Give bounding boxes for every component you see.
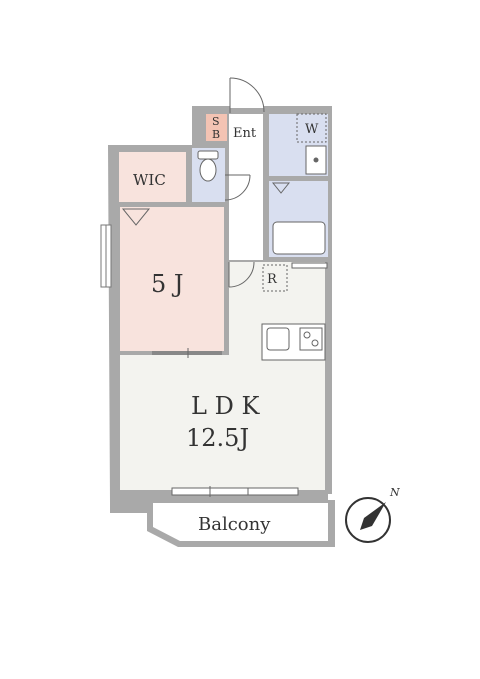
ldk-door (228, 261, 255, 288)
room-labels: S B Ent W WIC 5 J R L D K 12.5J Balcony (133, 115, 319, 535)
bedroom-label: 5 J (151, 270, 184, 298)
compass-north-label: N (389, 486, 400, 499)
wic-label: WIC (133, 171, 166, 189)
burner-2 (311, 339, 319, 347)
entrance-floor (229, 114, 263, 152)
balcony-left-wall (110, 492, 153, 513)
sb-label-bottom: B (212, 128, 220, 141)
bedroom-door-marker (121, 208, 151, 226)
balcony-label: Balcony (198, 514, 271, 535)
balcony (110, 492, 335, 547)
refrigerator-label: R (267, 272, 278, 287)
entry-opening (230, 100, 264, 108)
bedroom-window (100, 224, 112, 288)
ldk-size-label: 12.5J (186, 424, 249, 452)
toilet-door-arc (224, 174, 251, 201)
ldk-window (171, 486, 299, 497)
ldk-door-arc (228, 261, 255, 288)
ldk-floor (120, 262, 325, 490)
toilet-door (224, 174, 251, 201)
sb-floor (206, 114, 227, 141)
toilet-bowl (199, 158, 217, 182)
toilet-fixture (197, 150, 219, 182)
corridor-floor (229, 152, 263, 260)
washing-machine-space (296, 113, 327, 143)
burner-1 (303, 331, 311, 339)
ent-label: Ent (233, 126, 257, 141)
wall-sb-toilet (192, 141, 229, 148)
entry-door-arc (229, 77, 265, 113)
ldk-window-frame (171, 487, 299, 496)
compass-needle (360, 502, 386, 530)
kitchen (261, 323, 326, 361)
basin-drain (313, 157, 319, 163)
wall-wic-bed (119, 202, 224, 207)
wall-bed-corridor (224, 202, 229, 355)
bathtub (272, 221, 326, 255)
bedroom-floor (120, 207, 224, 351)
refrigerator-space (262, 264, 288, 292)
wall-bed-ldk (120, 351, 224, 355)
toilet-tank (197, 150, 219, 160)
wall-wic-toilet (186, 148, 192, 202)
washroom-fixtures (296, 113, 327, 175)
kitchen-sink (266, 327, 290, 351)
bath-door-marker (271, 182, 291, 194)
wall-corridor-wet (263, 110, 269, 260)
wall-bath-ldk (269, 257, 328, 262)
entry-door (229, 77, 265, 113)
ldk-label: L D K (191, 392, 260, 420)
compass: N (345, 486, 400, 543)
interior-walls (119, 110, 328, 355)
bedroom-sliding-door (152, 348, 222, 358)
sb-label-top: S (212, 115, 220, 128)
wic-floor (119, 152, 186, 202)
wall-w-bath (269, 176, 328, 181)
stove (299, 327, 323, 351)
balcony-rail (147, 500, 335, 547)
w-label: W (305, 122, 319, 137)
balcony-floor (153, 503, 328, 541)
shelf (291, 262, 328, 269)
